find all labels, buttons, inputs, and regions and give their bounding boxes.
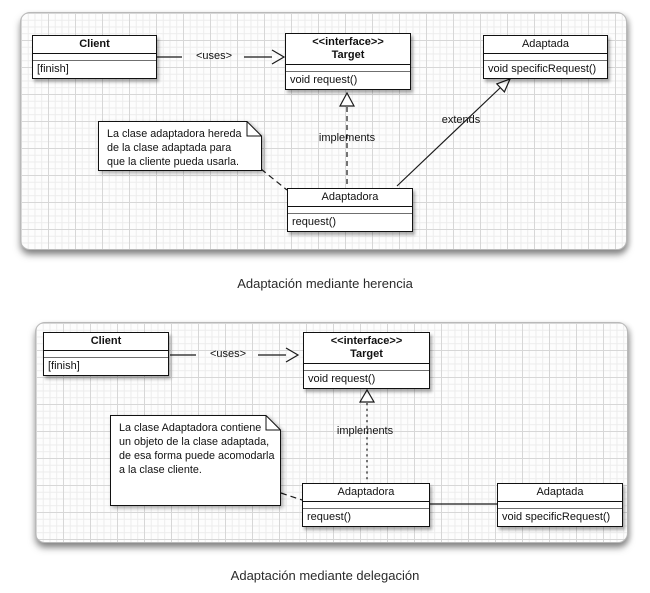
stereotype-label: <<interface>> [312, 36, 384, 48]
uml-note: La clase adaptadora hereda de la clase a… [98, 121, 262, 171]
note-text: La clase Adaptadora contiene un objeto d… [119, 422, 275, 476]
attributes-compartment [286, 65, 410, 72]
diagram-caption: Adaptación mediante herencia [237, 276, 413, 291]
method-label: void specificRequest() [488, 63, 597, 75]
attributes-compartment [44, 351, 168, 358]
class-name: Adaptadora [303, 484, 429, 502]
uses-label: <uses> [209, 348, 247, 360]
method-label: [finish] [37, 63, 69, 75]
class-adaptadora: Adaptadora request() [287, 188, 413, 232]
class-adaptada: Adaptada void specificRequest() [483, 35, 608, 79]
class-name: Adaptada [498, 484, 622, 502]
class-target: <<interface>> Target void request() [285, 33, 411, 90]
class-name-label: Target [350, 348, 383, 360]
attributes-compartment [288, 207, 412, 214]
method-label: void request() [308, 373, 376, 385]
class-name: <<interface>> Target [286, 34, 410, 65]
method-label: request() [307, 511, 352, 523]
method-label: request() [292, 216, 337, 228]
diagram-caption: Adaptación mediante delegación [230, 568, 420, 583]
class-adaptada: Adaptada void specificRequest() [497, 483, 623, 527]
class-target: <<interface>> Target void request() [303, 332, 430, 389]
note-fold-icon [265, 415, 281, 431]
implements-label: implements [318, 132, 376, 144]
extends-label: extends [441, 114, 481, 126]
class-name-label: Target [331, 49, 365, 61]
method-label: void request() [290, 74, 358, 86]
attributes-compartment [33, 54, 156, 61]
uses-label: <uses> [195, 50, 233, 62]
class-name: Client [33, 36, 156, 54]
attributes-compartment [304, 364, 429, 371]
method-label: void specificRequest() [502, 511, 611, 523]
class-name: Client [44, 333, 168, 351]
note-shape [98, 121, 262, 171]
note-fold-icon [246, 121, 262, 137]
implements-label: implements [336, 425, 394, 437]
note-shape [110, 415, 281, 506]
method-label: [finish] [48, 360, 80, 372]
class-name: Adaptadora [288, 189, 412, 207]
attributes-compartment [484, 54, 607, 61]
attributes-compartment [498, 502, 622, 509]
uml-note: La clase Adaptadora contiene un objeto d… [110, 415, 281, 506]
class-client: Client [finish] [32, 35, 157, 79]
class-name: <<interface>> Target [304, 333, 429, 364]
class-client: Client [finish] [43, 332, 169, 376]
note-text: La clase adaptadora hereda de la clase a… [107, 128, 242, 168]
attributes-compartment [303, 502, 429, 509]
class-name: Adaptada [484, 36, 607, 54]
stereotype-label: <<interface>> [330, 335, 403, 347]
class-adaptadora: Adaptadora request() [302, 483, 430, 527]
